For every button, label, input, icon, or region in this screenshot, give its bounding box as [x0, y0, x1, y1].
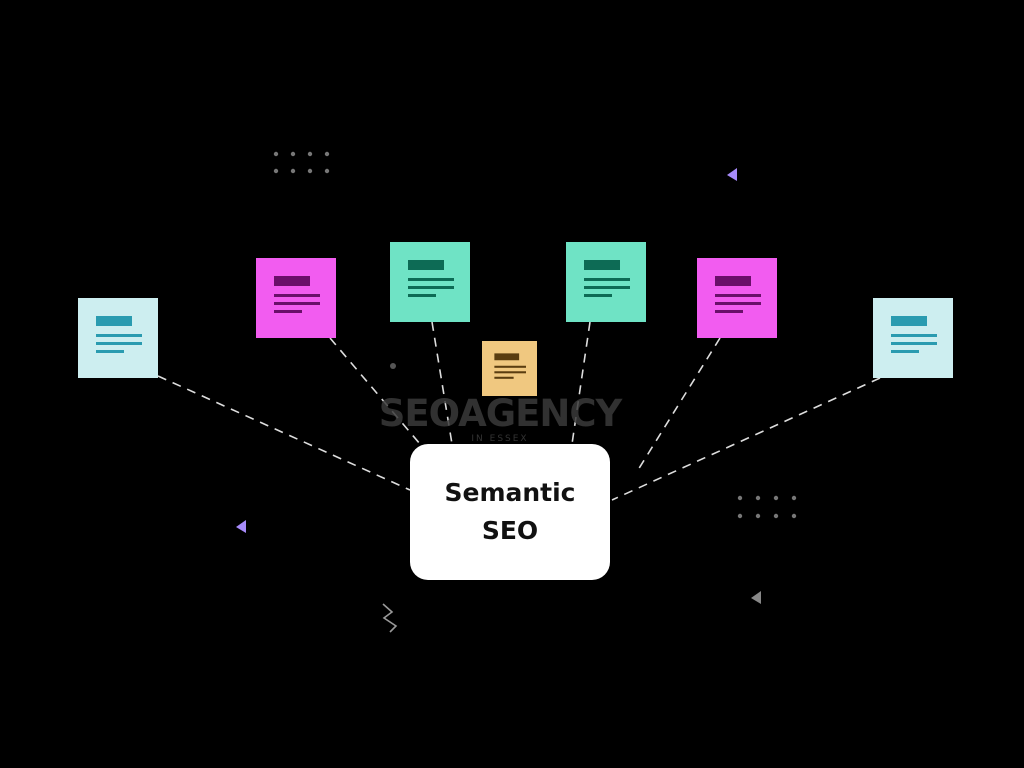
decorations	[236, 151, 797, 633]
card-text-line	[494, 371, 526, 374]
triangle-icon	[236, 520, 246, 533]
watermark-logo: SEOAGENCY	[378, 392, 623, 435]
card-text-line	[408, 286, 454, 289]
card-background	[482, 341, 537, 396]
card-heading-bar	[274, 276, 310, 286]
doc-1-card	[78, 298, 158, 378]
card-background	[256, 258, 336, 338]
doc-7-card	[873, 298, 953, 378]
triangle-icon	[727, 168, 737, 181]
card-text-line	[96, 334, 142, 337]
card-heading-bar	[891, 316, 927, 326]
dot-icon	[390, 363, 396, 369]
card-text-line	[584, 278, 630, 281]
dot-grid-icon	[737, 495, 797, 519]
document-cards	[78, 242, 953, 396]
card-text-line	[715, 310, 743, 313]
watermark-subtitle: IN ESSEX	[471, 434, 529, 444]
doc-5-card	[566, 242, 646, 322]
card-text-line	[891, 334, 937, 337]
card-heading-bar	[96, 316, 132, 326]
card-text-line	[715, 294, 761, 297]
center-node: Semantic SEO	[410, 444, 610, 580]
card-background	[390, 242, 470, 322]
card-text-line	[274, 294, 320, 297]
connector-line	[611, 377, 881, 501]
dot-grid-icon	[273, 151, 330, 174]
card-heading-bar	[715, 276, 751, 286]
card-heading-bar	[584, 260, 620, 270]
doc-6-card	[697, 258, 777, 338]
connectors	[157, 321, 881, 501]
card-background	[566, 242, 646, 322]
doc-3-card	[390, 242, 470, 322]
connector-line	[329, 337, 421, 445]
center-node-label: Semantic SEO	[444, 478, 576, 545]
card-text-line	[494, 376, 514, 379]
card-text-line	[891, 342, 937, 345]
triangle-icon	[751, 591, 761, 604]
card-text-line	[584, 286, 630, 289]
card-background	[697, 258, 777, 338]
connector-line	[157, 375, 411, 491]
zigzag-icon	[382, 603, 398, 633]
card-background	[873, 298, 953, 378]
card-text-line	[408, 278, 454, 281]
doc-4-card	[482, 341, 537, 396]
card-text-line	[891, 350, 919, 353]
connector-line	[431, 321, 453, 445]
card-heading-bar	[494, 353, 520, 361]
card-text-line	[584, 294, 612, 297]
connector-line	[637, 337, 721, 471]
card-text-line	[274, 302, 320, 305]
card-text-line	[274, 310, 302, 313]
card-background	[78, 298, 158, 378]
doc-2-card	[256, 258, 336, 338]
connector-line	[571, 321, 591, 445]
card-text-line	[494, 365, 526, 368]
card-heading-bar	[408, 260, 444, 270]
card-text-line	[96, 342, 142, 345]
card-text-line	[408, 294, 436, 297]
card-text-line	[715, 302, 761, 305]
card-text-line	[96, 350, 124, 353]
